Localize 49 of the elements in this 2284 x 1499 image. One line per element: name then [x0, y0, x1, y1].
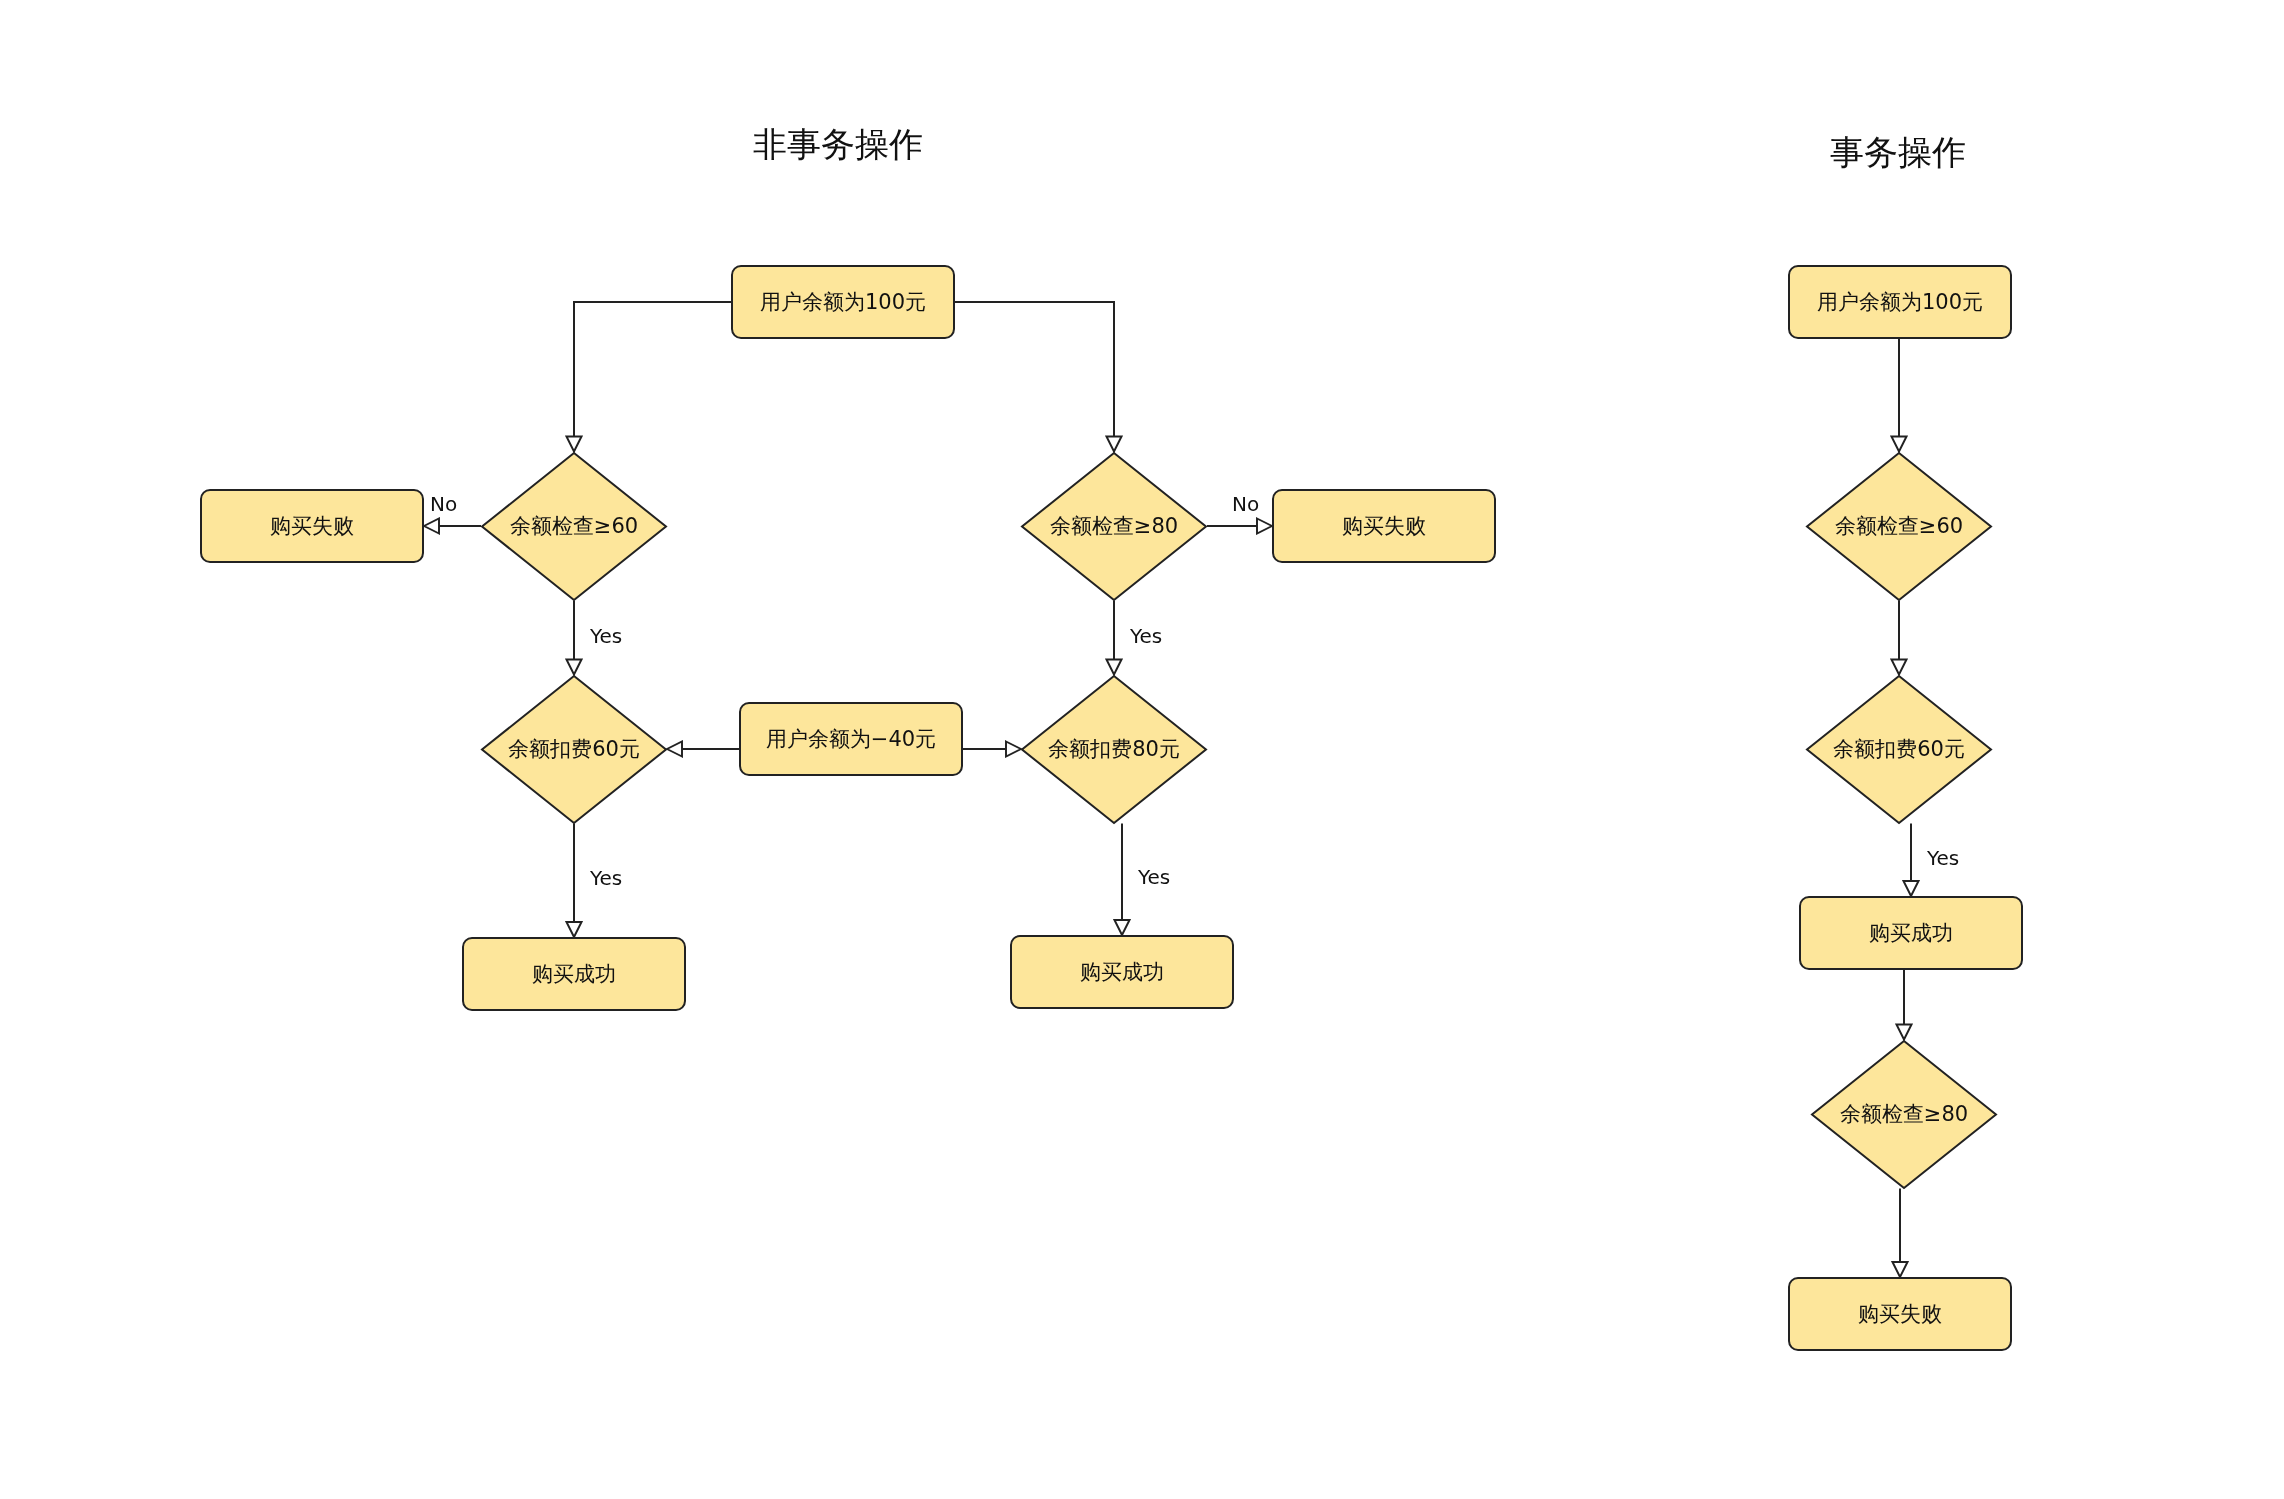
node-label: 购买成功: [1080, 959, 1164, 986]
arrow: [565, 822, 583, 938]
arrow: [1206, 517, 1273, 535]
decision-diamond: [481, 451, 667, 601]
arrow: [423, 517, 482, 535]
process-box: [462, 937, 686, 1011]
decision-diamond: [1806, 451, 1992, 601]
process-box: [1010, 935, 1234, 1009]
node-label: 余额检查≥80: [1049, 513, 1179, 540]
arrow: [1891, 1187, 1909, 1278]
arrow: [1890, 338, 1908, 453]
process-box: [1788, 1277, 2012, 1351]
decision-diamond: [481, 674, 667, 824]
arrow: [954, 301, 1123, 453]
process-box: [739, 702, 963, 776]
node-label: 用户余额为100元: [1816, 289, 1984, 316]
decision-diamond: [1811, 1039, 1997, 1189]
process-box: [731, 265, 955, 339]
node-label: 余额扣费60元: [508, 736, 640, 763]
arrow: [666, 740, 740, 758]
node-label: 用户余额为100元: [759, 289, 927, 316]
node-label: 购买失败: [1342, 513, 1426, 540]
decision-diamond: [1021, 451, 1207, 601]
node-label: 余额扣费60元: [1833, 736, 1965, 763]
arrow: [1890, 599, 1908, 676]
arrow: [962, 740, 1022, 758]
section-title: 事务操作: [1830, 131, 1966, 174]
node-label: 余额扣费80元: [1048, 736, 1180, 763]
arrow: [1105, 599, 1123, 676]
process-box: [1272, 489, 1496, 563]
node-label: 用户余额为−40元: [765, 726, 937, 753]
node-label: 余额检查≥80: [1839, 1101, 1969, 1128]
node-label: 购买失败: [270, 513, 354, 540]
process-box: [1799, 896, 2023, 970]
arrow: [565, 301, 732, 453]
process-box: [200, 489, 424, 563]
arrow: [1902, 822, 1920, 897]
node-label: 购买成功: [1869, 920, 1953, 947]
node-label: 购买失败: [1858, 1301, 1942, 1328]
arrow: [1895, 969, 1913, 1041]
node-label: 购买成功: [532, 961, 616, 988]
node-label: 余额检查≥60: [509, 513, 639, 540]
decision-diamond: [1021, 674, 1207, 824]
decision-diamond: [1806, 674, 1992, 824]
node-label: 余额检查≥60: [1834, 513, 1964, 540]
arrow: [565, 599, 583, 676]
process-box: [1788, 265, 2012, 339]
arrow: [1113, 822, 1131, 936]
section-title: 非事务操作: [753, 123, 923, 166]
